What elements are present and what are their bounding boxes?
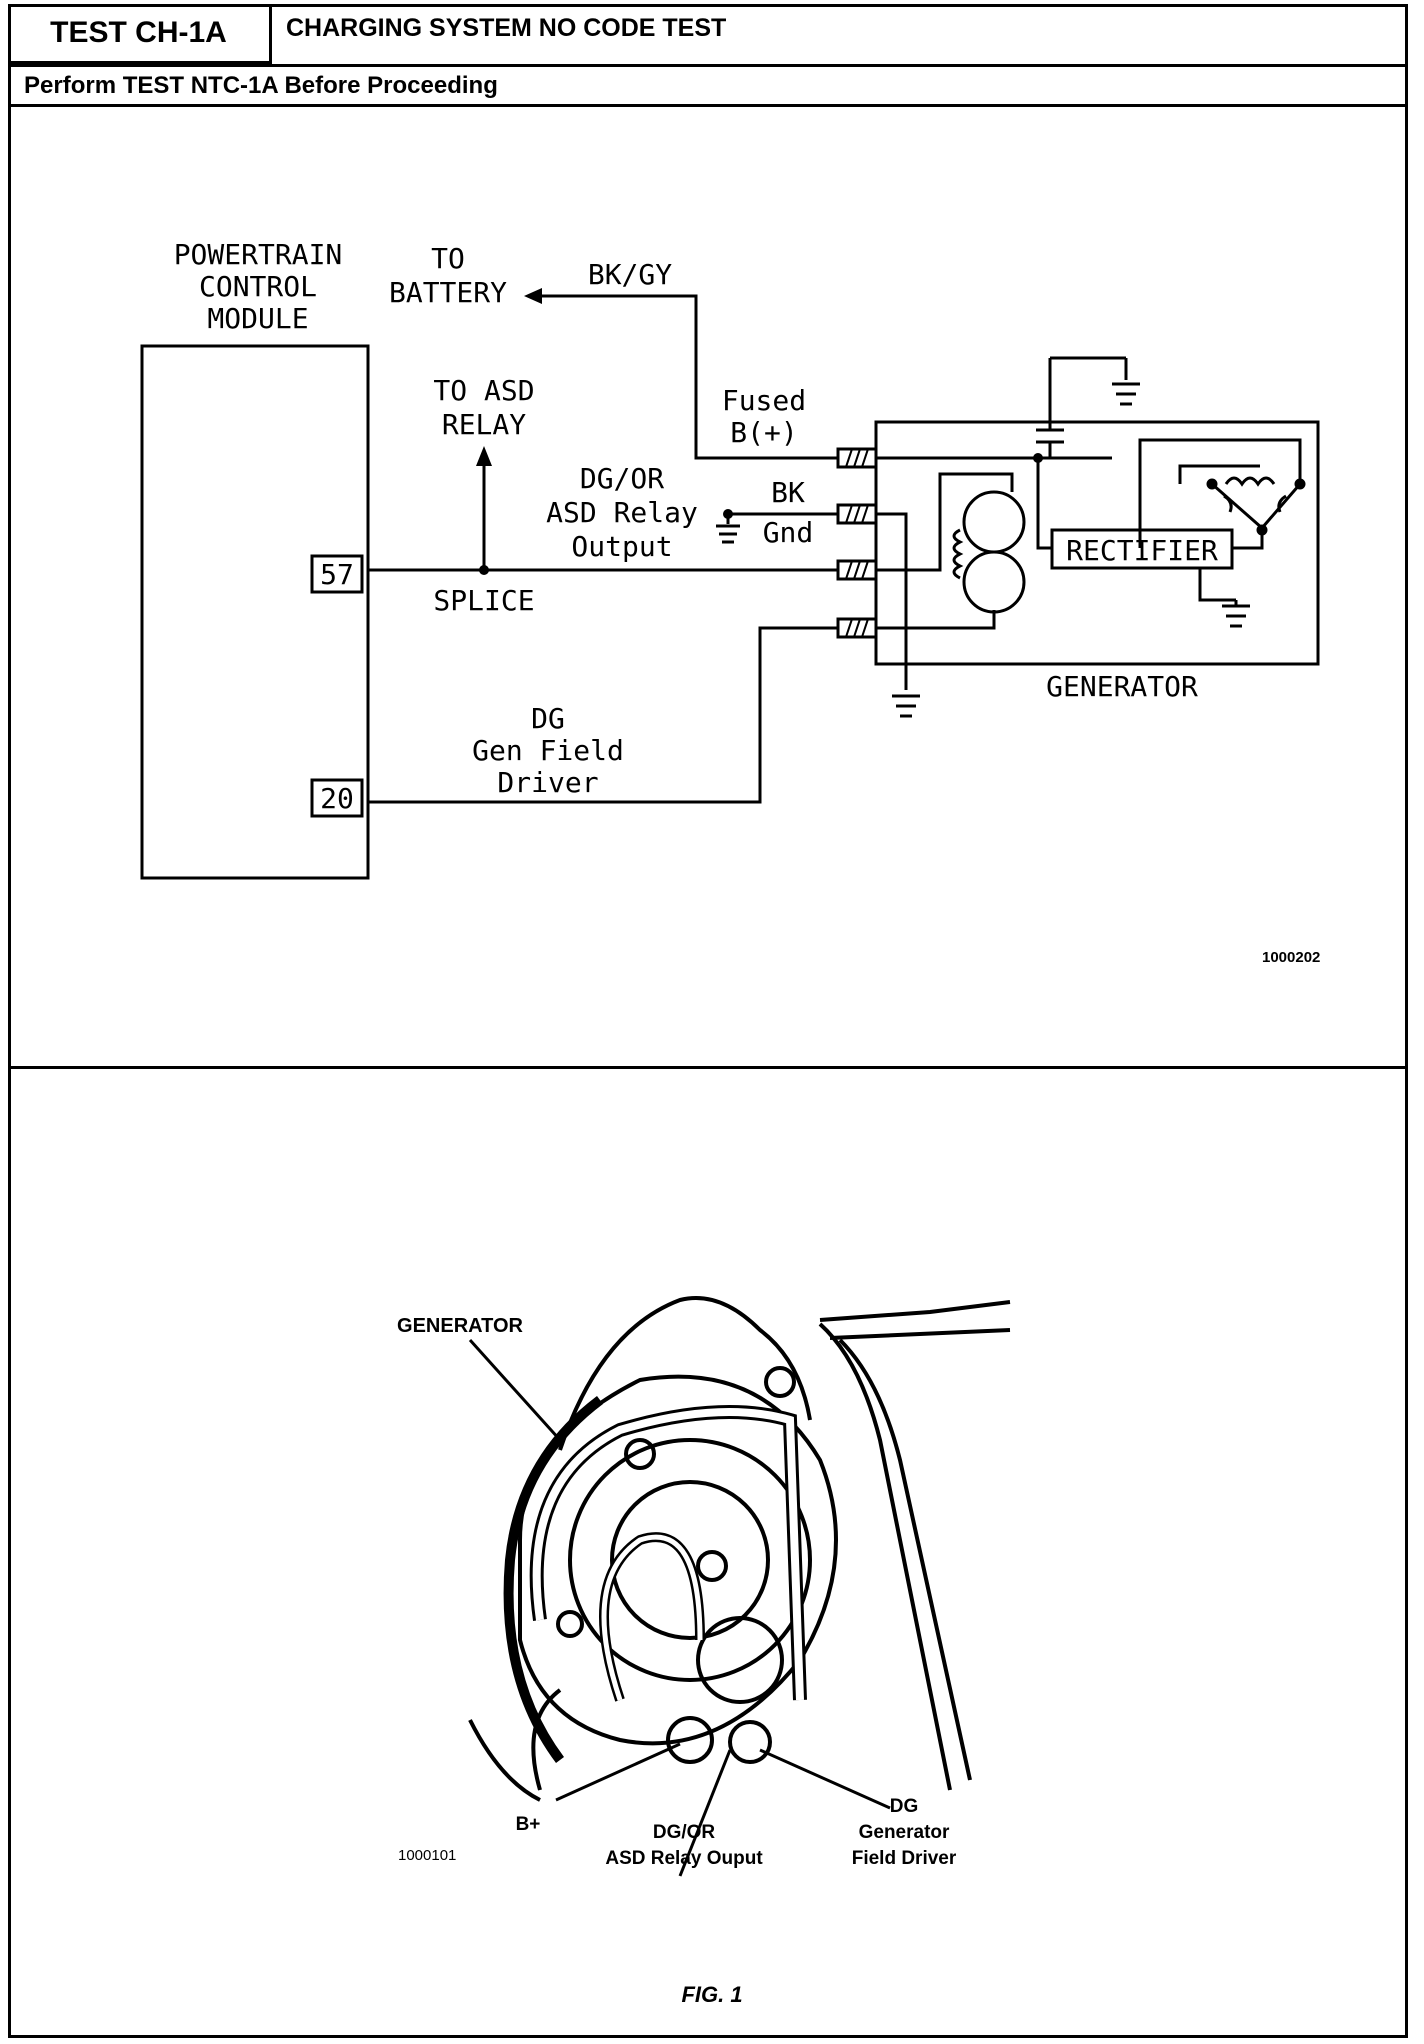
pin-57: 57 [320,558,354,591]
to-asd-2: RELAY [442,408,526,441]
wire-20 [368,626,838,804]
header-divider-2 [8,104,1408,107]
arrow-battery [524,288,542,304]
instruction: Perform TEST NTC-1A Before Proceeding [24,72,498,99]
test-title: CHARGING SYSTEM NO CODE TEST [286,14,727,42]
pcm-box [140,344,370,880]
to-asd-1: TO ASD [433,374,534,407]
pcm-label-3: MODULE [207,302,308,335]
to-battery-1: TO [431,242,465,275]
pcm-label-2: CONTROL [199,270,317,303]
generator-label: GENERATOR [1046,670,1198,703]
figure-id-schematic: 1000202 [1262,949,1320,966]
page-frame [8,4,1408,2038]
dg-1: DG [531,702,565,735]
dgor-3: Output [571,530,672,563]
pin-57-box [310,554,364,594]
header-divider [8,64,1408,67]
gnd-label: Gnd [763,516,814,549]
pcm-label-1: POWERTRAIN [174,238,343,271]
dgor-1: DG/OR [580,462,664,495]
wire-label-bkgy: BK/GY [588,258,672,291]
rectifier-label: RECTIFIER [1066,534,1218,567]
fused-1: Fused [722,384,806,417]
brush-top [962,490,1026,554]
pin-20: 20 [320,782,354,815]
section-divider [8,1066,1408,1069]
bk-label: BK [771,476,805,509]
dg-3: Driver [497,766,598,799]
fused-2: B(+) [730,416,797,449]
splice-label: SPLICE [433,584,534,617]
wire-bkgy [538,294,838,460]
test-id: TEST CH-1A [8,4,272,64]
wiring-schematic: POWERTRAIN CONTROL MODULE TO BATTERY BK/… [140,238,1320,966]
to-battery-2: BATTERY [389,276,507,309]
dg-2: Gen Field [472,734,624,767]
arrow-asd [476,446,492,466]
splice-dot [479,565,489,575]
ground-symbols [716,382,1250,718]
dgor-2: ASD Relay [546,496,698,529]
pin-20-box [310,778,364,818]
brush-bottom [962,550,1026,614]
generator-box [874,420,1320,666]
